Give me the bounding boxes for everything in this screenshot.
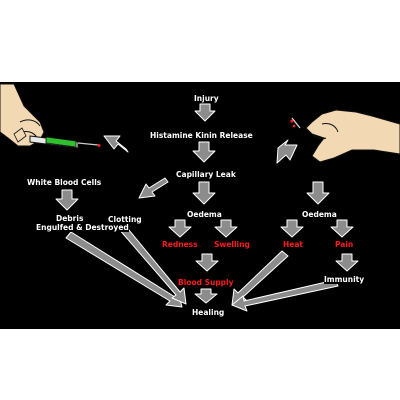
arrow-down-bloodsupply [195,253,219,272]
hand-with-syringe-image [0,83,101,149]
label-histamine-kinin-release: Histamine Kinin Release [150,131,253,140]
label-oedema-left: Oedema [187,210,222,219]
label-redness: Redness [162,240,198,249]
arrow-down-3 [192,181,216,205]
label-engulfed-destroyed: Engulfed & Destroyed [36,223,129,232]
label-swelling: Swelling [214,240,250,249]
arrow-down-pain [330,219,354,238]
label-pain: Pain [335,240,354,249]
label-heat: Heat [283,240,304,249]
label-clotting: Clotting [108,215,142,224]
flow-arrows [55,103,359,312]
arrow-down-4 [306,181,330,205]
arrow-diag-topleft [103,135,129,153]
arrow-down-healing [194,288,218,304]
arrow-down-heat [280,219,304,238]
arrow-diag-left [138,177,169,199]
label-healing: Healing [192,308,225,317]
label-white-blood-cells: White Blood Cells [27,178,102,187]
arrow-down-swelling [214,219,238,238]
arrow-long-immunity-healing [231,279,339,312]
arrow-down-immunity [335,253,359,272]
label-injury: Injury [194,94,219,103]
label-blood-supply: Blood Supply [178,278,234,287]
arrow-diag-topright [276,139,298,164]
arrow-down-redness [168,219,192,238]
arrow-down-2 [192,141,216,163]
arrow-down-wbc [55,189,79,211]
label-capillary-leak: Capillary Leak [176,170,236,179]
label-immunity: Immunity [324,275,365,284]
hand-pinching-needle-image [290,109,400,163]
label-debris: Debris [56,214,84,223]
label-oedema-right: Oedema [302,210,337,219]
arrow-long-clotting-healing [117,223,187,305]
arrow-down-1 [194,103,216,122]
